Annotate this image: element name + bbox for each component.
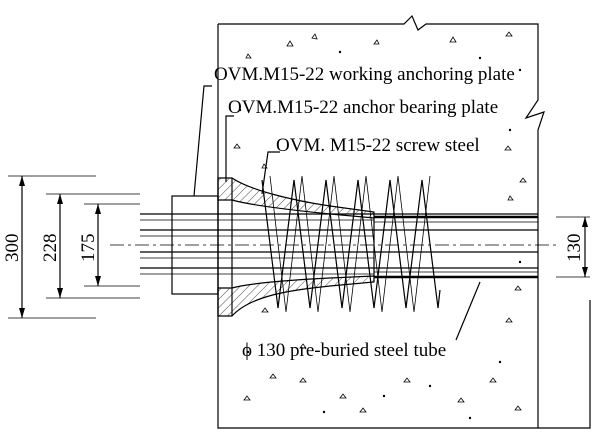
dimension-130: 130 xyxy=(556,216,590,278)
working-anchoring-plate-label: OVM.M15-22 working anchoring plate xyxy=(214,64,515,85)
screw-steel-label: OVM. M15-22 screw steel xyxy=(276,135,480,156)
leader-lines xyxy=(193,85,481,341)
dimension-228-label: 228 xyxy=(40,234,61,263)
dimension-175: 175 xyxy=(78,203,140,287)
pre-buried-steel-tube xyxy=(373,215,538,279)
screw-steel-spiral xyxy=(261,175,441,313)
concrete-aggregate xyxy=(233,31,527,413)
steel-tube-label: ϕ 130 pre-buried steel tube xyxy=(242,340,446,361)
concrete-dots xyxy=(238,50,522,420)
dimension-130-label: 130 xyxy=(564,234,585,263)
dimension-175-label: 175 xyxy=(78,234,99,263)
anchor-bearing-plate-label: OVM.M15-22 anchor bearing plate xyxy=(228,97,498,118)
dimension-300: 300 xyxy=(2,175,96,319)
prestress-strands xyxy=(140,213,538,275)
dimension-300-label: 300 xyxy=(2,234,23,263)
dimension-228: 228 xyxy=(40,193,140,299)
